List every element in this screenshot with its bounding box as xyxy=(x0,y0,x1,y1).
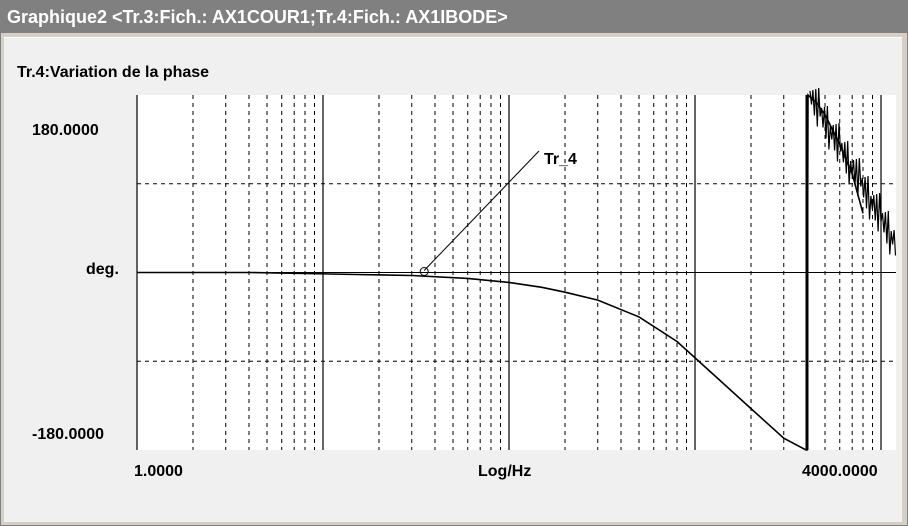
annotation-marker xyxy=(419,267,429,276)
annotation-label: Tr_4 xyxy=(544,151,577,168)
y-tick-label-bottom: -180.0000 xyxy=(32,426,105,443)
chart-title: Tr.4:Variation de la phase xyxy=(17,64,210,81)
x-tick-label-left: 1.0000 xyxy=(134,463,183,480)
x-axis-label: Log/Hz xyxy=(478,463,532,480)
annotation-group: Tr_4 xyxy=(419,150,577,276)
series-marks xyxy=(137,87,897,451)
window-title[interactable]: Graphique2 <Tr.3:Fich.: AX1COUR1;Tr.4:Fi… xyxy=(1,1,907,33)
y-axis-label: deg. xyxy=(86,261,119,278)
x-tick-label-right: 4000.0000 xyxy=(802,463,878,480)
series-noise xyxy=(809,87,897,256)
plot-svg: Tr_4 xyxy=(136,87,897,451)
annotation-leader xyxy=(423,150,540,271)
chart-area: Tr.4:Variation de la phase 180.0000 deg.… xyxy=(4,37,902,522)
y-tick-label-top: 180.0000 xyxy=(32,122,99,139)
